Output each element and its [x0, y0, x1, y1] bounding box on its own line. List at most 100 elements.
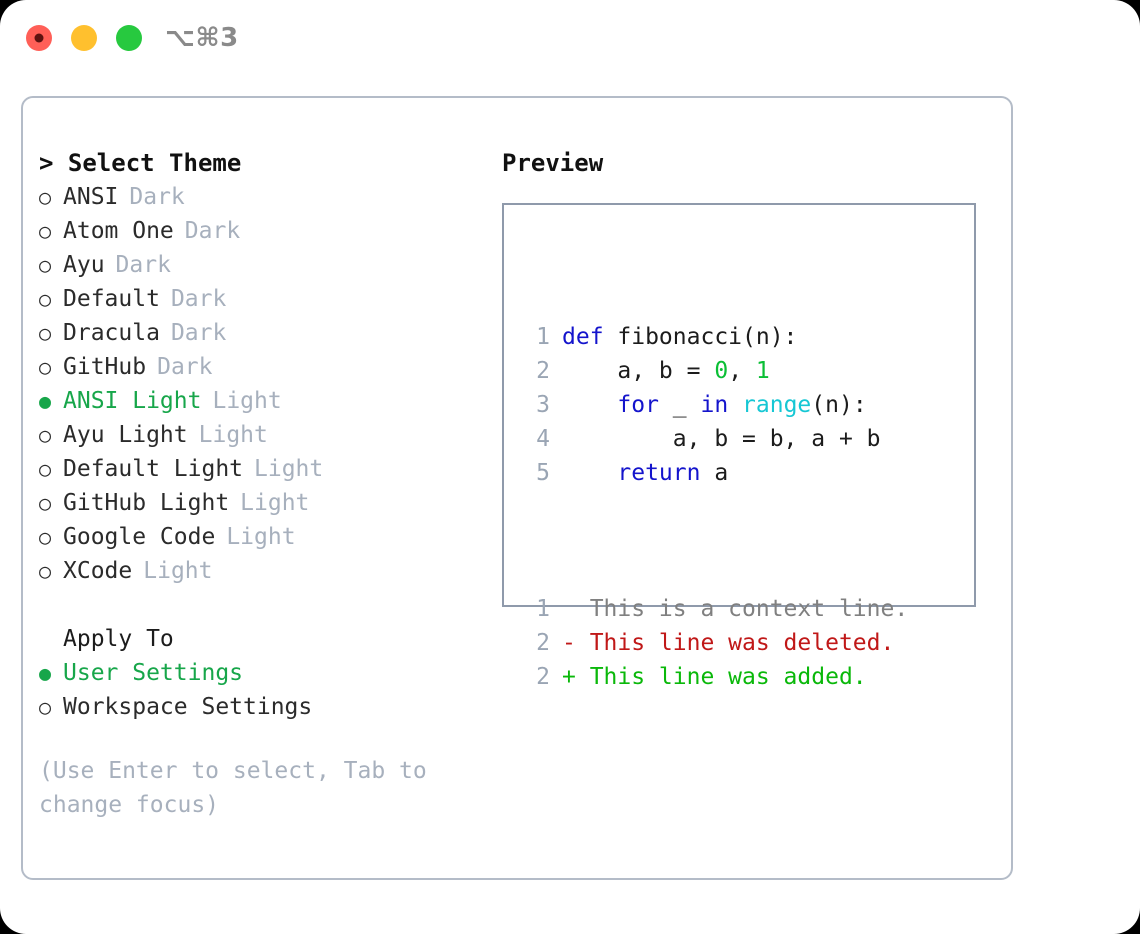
- line-number: 1: [536, 324, 550, 350]
- theme-name-label: Default Light: [63, 456, 244, 482]
- preview-heading: Preview: [502, 149, 604, 177]
- code-line: 1 def fibonacci(n):: [516, 320, 908, 354]
- theme-list-item[interactable]: ○ Default Light Light: [39, 452, 479, 486]
- theme-variant-badge: Dark: [115, 252, 171, 278]
- radio-unselected-icon[interactable]: ○: [39, 695, 52, 719]
- radio-unselected-icon[interactable]: ○: [39, 253, 52, 277]
- theme-name-label: Atom One: [63, 218, 174, 244]
- radio-unselected-icon[interactable]: ○: [39, 457, 52, 481]
- theme-name-label: Dracula: [63, 320, 160, 346]
- diff-line: 2 - This line was deleted.: [516, 626, 908, 660]
- theme-name-label: Google Code: [63, 524, 216, 550]
- theme-name-label: XCode: [63, 558, 133, 584]
- code-token-del: - This line was deleted.: [562, 630, 895, 656]
- line-number: 3: [536, 392, 550, 418]
- radio-unselected-icon[interactable]: ○: [39, 525, 52, 549]
- code-token-plain: a, b =: [562, 358, 715, 384]
- code-line-content: a, b = 0, 1: [562, 354, 770, 388]
- code-token-fn: range: [742, 392, 812, 418]
- theme-variant-badge: Light: [198, 422, 268, 448]
- section-spacer: [39, 588, 479, 622]
- code-line-content: return a: [562, 456, 728, 490]
- theme-variant-badge: Dark: [170, 286, 227, 312]
- diff-line: 2 + This line was added.: [516, 660, 908, 694]
- theme-variant-badge: Dark: [157, 354, 213, 380]
- code-token-plain: [562, 392, 617, 418]
- radio-unselected-icon[interactable]: ○: [39, 287, 52, 311]
- theme-list-item[interactable]: ○ GitHub Dark: [39, 350, 479, 384]
- code-line-content: - This line was deleted.: [562, 626, 894, 660]
- theme-variant-badge: Light: [240, 490, 310, 516]
- keyboard-hint-text: (Use Enter to select, Tab to change focu…: [39, 758, 441, 818]
- radio-unselected-icon[interactable]: ○: [39, 321, 52, 345]
- apply-to-list[interactable]: ● User Settings ○ Workspace Settings: [39, 656, 479, 724]
- radio-unselected-icon[interactable]: ○: [39, 559, 52, 583]
- code-token-plain: [728, 392, 742, 418]
- line-number: 4: [536, 426, 550, 452]
- code-line-content: for _ in range(n):: [562, 388, 867, 422]
- theme-name-label: Ayu Light: [63, 422, 188, 448]
- diff-sample-lines: 1 This is a context line. 2 - This line wa…: [516, 592, 908, 694]
- theme-list-item[interactable]: ○ Default Dark: [39, 282, 479, 316]
- theme-name-label: Default: [63, 286, 160, 312]
- radio-unselected-icon[interactable]: ○: [39, 355, 52, 379]
- theme-list-item[interactable]: ○ XCode Light: [39, 554, 479, 588]
- theme-variant-badge: Light: [212, 388, 282, 414]
- theme-name-label: ANSI Light: [63, 388, 202, 414]
- radio-selected-icon[interactable]: ●: [39, 661, 52, 685]
- code-token-num: 0: [714, 358, 729, 384]
- apply-to-label: Workspace Settings: [63, 694, 313, 720]
- minimize-button-icon[interactable]: [71, 25, 97, 51]
- code-line: 2 a, b = 0, 1: [516, 354, 908, 388]
- diff-line: 1 This is a context line.: [516, 592, 908, 626]
- code-token-add: + This line was added.: [562, 664, 867, 690]
- theme-name-label: GitHub: [63, 354, 147, 380]
- code-line-content: + This line was added.: [562, 660, 867, 694]
- radio-unselected-icon[interactable]: ○: [39, 219, 52, 243]
- line-number: 2: [536, 664, 550, 690]
- code-line-content: def fibonacci(n):: [562, 320, 797, 354]
- theme-variant-badge: Light: [143, 558, 213, 584]
- radio-unselected-icon[interactable]: ○: [39, 491, 52, 515]
- code-token-kw: return: [617, 460, 701, 486]
- code-token-kw: in: [700, 392, 729, 418]
- code-line: 3 for _ in range(n):: [516, 388, 908, 422]
- maximize-button-icon[interactable]: [116, 25, 142, 51]
- code-token-kw: for: [617, 392, 659, 418]
- theme-variant-badge: Dark: [129, 184, 185, 210]
- theme-variant-badge: Light: [226, 524, 296, 550]
- keyboard-shortcut-label: ⌥⌘3: [165, 23, 239, 53]
- code-line-content: a, b = b, a + b: [562, 422, 881, 456]
- radio-selected-icon[interactable]: ●: [39, 389, 52, 413]
- radio-unselected-icon[interactable]: ○: [39, 423, 52, 447]
- theme-variant-badge: Dark: [170, 320, 227, 346]
- theme-variant-badge: Light: [254, 456, 324, 482]
- theme-list-item[interactable]: ○ Ayu Light Light: [39, 418, 479, 452]
- code-token-plain: a, b = b, a + b: [562, 426, 881, 452]
- code-token-num: 1: [755, 358, 770, 384]
- theme-list-item[interactable]: ○ Google Code Light: [39, 520, 479, 554]
- code-token-plain: fibonacci(n):: [617, 324, 798, 350]
- apply-to-heading: Apply To: [63, 626, 174, 652]
- line-number: 2: [536, 630, 550, 656]
- radio-unselected-icon[interactable]: ○: [39, 185, 52, 209]
- apply-to-label: User Settings: [63, 660, 244, 686]
- apply-to-list-item[interactable]: ○ Workspace Settings: [39, 690, 479, 724]
- theme-list-item[interactable]: ○ Dracula Dark: [39, 316, 479, 350]
- code-token-plain: (n):: [811, 392, 867, 418]
- apply-to-list-item[interactable]: ● User Settings: [39, 656, 479, 690]
- code-token-plain: _: [658, 392, 701, 418]
- close-button-icon[interactable]: [26, 25, 52, 51]
- theme-list-item[interactable]: ● ANSI Light Light: [39, 384, 479, 418]
- code-token-plain: a: [700, 460, 729, 486]
